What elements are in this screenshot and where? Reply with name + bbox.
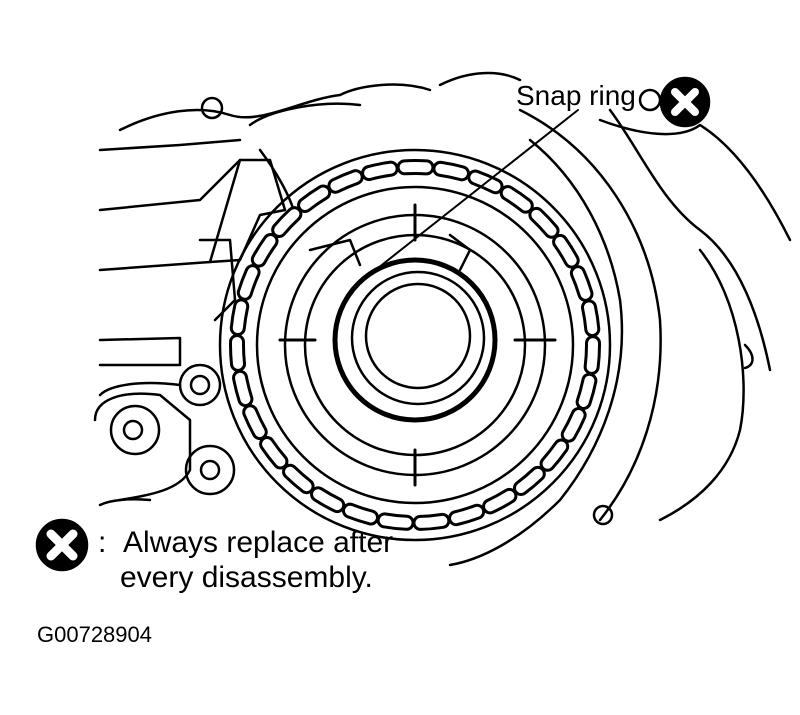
hub-ring xyxy=(283,213,547,477)
legend-text-1: Always replace after xyxy=(123,526,394,559)
legend-line-2: every disassembly. xyxy=(120,561,373,594)
replace-always-x-icon xyxy=(35,518,89,572)
snap-ring xyxy=(332,257,498,423)
snap-ring-label: Snap ring xyxy=(516,80,636,111)
legend-separator: : xyxy=(98,526,107,559)
bore-outer xyxy=(350,270,486,406)
snap-ring-leader-line xyxy=(377,109,579,269)
bore-inner xyxy=(364,282,472,390)
replace-always-x-icon xyxy=(659,76,711,128)
keyhole-mounts xyxy=(109,363,236,496)
bolt-hole xyxy=(638,88,662,112)
bolt-hole xyxy=(200,96,224,120)
clutch-drum-outer xyxy=(218,148,612,542)
housing-outline xyxy=(93,71,792,567)
figure-id: G00728904 xyxy=(37,622,152,647)
clutch-drum-inner xyxy=(255,185,575,505)
bolt-hole xyxy=(592,504,614,526)
legend-line-1: : Always replace after xyxy=(98,526,393,560)
